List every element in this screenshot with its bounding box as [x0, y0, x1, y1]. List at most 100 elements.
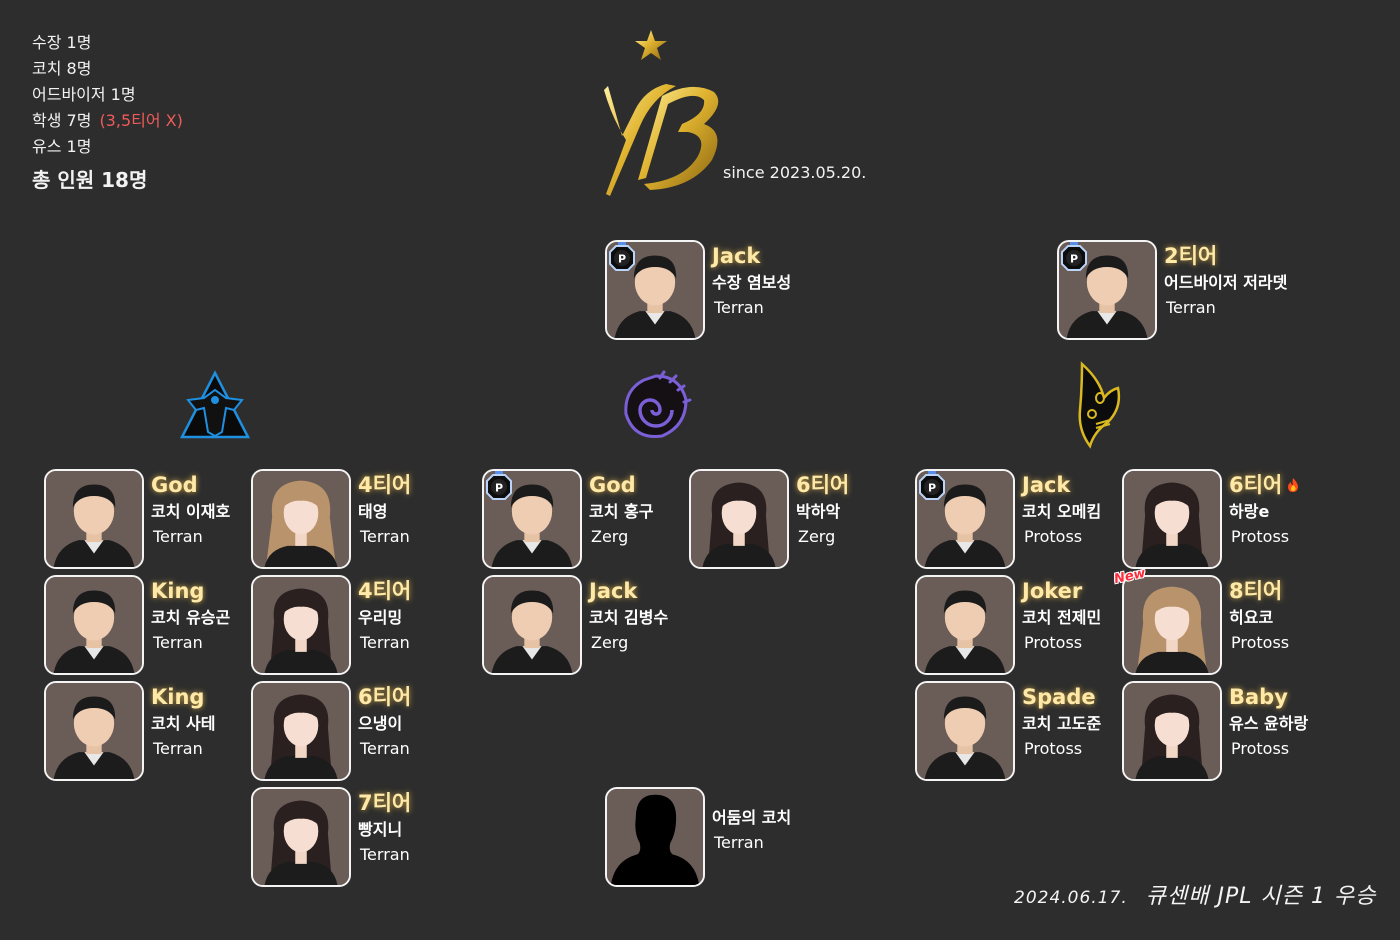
avatar — [251, 469, 351, 569]
member-race: Protoss — [1024, 739, 1083, 758]
member-card-zerg[interactable]: 6티어 박하악 Zerg — [689, 469, 989, 569]
member-tier: 6티어 — [1229, 471, 1300, 499]
member-card-protoss[interactable]: New 8티어 히요코 Protoss — [1113, 566, 1400, 675]
avatar — [44, 469, 144, 569]
member-role-name: 우리밍 — [358, 608, 403, 627]
p-badge-icon — [918, 471, 946, 501]
member-tier: 6티어 — [796, 473, 850, 497]
member-card-terran[interactable]: 6티어 으냉이 Terran — [251, 681, 551, 781]
zerg-emblem-icon — [624, 370, 692, 439]
member-role-name: 코치 오메킴 — [1022, 502, 1102, 521]
member-card-protoss[interactable]: Baby 유스 윤하랑 Protoss — [1122, 681, 1400, 781]
member-card-advisor[interactable]: 2티어 어드바이저 저라뎃 Terran — [1057, 240, 1357, 340]
avatar — [1122, 681, 1222, 781]
championship-note: 2024.06.17. 큐센배 JPL 시즌 1 우승 — [1014, 878, 1376, 910]
member-card-terran[interactable]: King 코치 사테 Terran — [44, 681, 344, 781]
avatar — [1122, 575, 1222, 675]
avatar — [1122, 469, 1222, 569]
fire-icon — [1288, 478, 1299, 492]
member-tier: 6티어 — [358, 685, 412, 709]
member-role-name: 수장 염보성 — [712, 273, 792, 292]
member-card-leader[interactable]: Jack 수장 염보성 Terran — [605, 240, 905, 340]
member-nickname: God — [151, 473, 198, 497]
star-icon — [635, 30, 667, 60]
summary-student-count: 학생 7명 (3,5티어 X) — [32, 108, 183, 134]
member-race: Terran — [360, 739, 410, 758]
member-role-name: 코치 전제민 — [1022, 608, 1102, 627]
member-role-name: 코치 홍구 — [589, 502, 654, 521]
member-nickname: Jack — [712, 244, 761, 268]
member-race: Terran — [714, 298, 764, 317]
avatar — [482, 575, 582, 675]
member-nickname: Joker — [1022, 579, 1083, 603]
member-role-name: 어둠의 코치 — [712, 808, 792, 827]
summary-youth-count: 유스 1명 — [32, 137, 92, 156]
member-role-name: 코치 김병수 — [589, 608, 669, 627]
member-race: Zerg — [798, 527, 836, 546]
member-card-terran[interactable]: 4티어 우리밍 Terran — [251, 575, 551, 675]
member-role-name: 빵지니 — [358, 820, 403, 839]
p-badge-icon — [1060, 242, 1088, 272]
member-tier: 8티어 — [1229, 579, 1283, 603]
championship-date: 2024.06.17. — [1014, 888, 1128, 908]
summary-total: 총 인원 18명 — [32, 168, 148, 192]
protoss-emblem-icon — [1078, 361, 1121, 449]
member-card-zerg[interactable]: God 코치 홍구 Zerg — [482, 469, 782, 569]
member-role-name: 코치 사테 — [151, 714, 216, 733]
terran-emblem-icon — [180, 370, 250, 439]
avatar — [44, 575, 144, 675]
member-nickname: King — [151, 579, 205, 603]
avatar — [689, 469, 789, 569]
member-nickname: Jack — [1022, 473, 1071, 497]
member-race: Zerg — [591, 633, 629, 652]
member-role-name: 유스 윤하랑 — [1229, 714, 1309, 733]
member-race: Terran — [360, 527, 410, 546]
summary-leader-count: 수장 1명 — [32, 33, 92, 52]
member-nickname: 2티어 — [1164, 244, 1218, 268]
member-role-name: 박하악 — [796, 502, 841, 521]
avatar — [251, 787, 351, 887]
member-card-protoss[interactable]: Jack 코치 오메킴 Protoss — [915, 469, 1215, 569]
avatar — [251, 681, 351, 781]
member-race: Protoss — [1231, 527, 1290, 546]
member-card-protoss[interactable]: Joker 코치 전제민 Protoss — [915, 575, 1215, 675]
member-card-terran[interactable]: 4티어 태영 Terran — [251, 469, 551, 569]
summary-advisor-count: 어드바이저 1명 — [32, 85, 136, 104]
member-card-protoss[interactable]: Spade 코치 고도준 Protoss — [915, 681, 1215, 781]
member-role-name: 히요코 — [1229, 608, 1274, 627]
member-race: Protoss — [1024, 633, 1083, 652]
member-nickname: King — [151, 685, 205, 709]
member-nickname: Spade — [1022, 685, 1096, 709]
avatar — [915, 575, 1015, 675]
member-card-terran[interactable]: God 코치 이재호 Terran — [44, 469, 344, 569]
summary-coach-count: 코치 8명 — [32, 59, 92, 78]
member-race: Terran — [360, 633, 410, 652]
member-card-terran[interactable]: 7티어 빵지니 Terran — [251, 787, 551, 887]
yb-logo — [580, 28, 730, 203]
roster-summary: 수장 1명 코치 8명 어드바이저 1명 학생 7명 (3,5티어 X) 유스 1… — [32, 30, 183, 196]
p-badge-icon — [485, 471, 513, 501]
member-nickname: God — [589, 473, 636, 497]
since-date: since 2023.05.20. — [723, 163, 867, 182]
member-role-name: 코치 이재호 — [151, 502, 231, 521]
avatar — [251, 575, 351, 675]
member-card-protoss[interactable]: 6티어 하랑e Protoss — [1122, 469, 1400, 569]
avatar — [44, 681, 144, 781]
championship-title: 큐센배 JPL 시즌 1 우승 — [1145, 884, 1377, 909]
member-card-zerg[interactable]: Jack 코치 김병수 Zerg — [482, 575, 782, 675]
member-tier-label: 6티어 — [1229, 473, 1283, 497]
member-card-terran[interactable]: King 코치 유승곤 Terran — [44, 575, 344, 675]
member-race: Terran — [153, 527, 203, 546]
avatar-silhouette — [605, 787, 705, 887]
member-role-name: 어드바이저 저라뎃 — [1164, 273, 1288, 292]
summary-student-label: 학생 7명 — [32, 111, 92, 130]
member-tier: 4티어 — [358, 579, 412, 603]
avatar — [915, 681, 1015, 781]
member-tier: 4티어 — [358, 473, 412, 497]
member-card-mystery-coach[interactable]: 어둠의 코치 Terran — [605, 787, 905, 887]
member-race: Terran — [714, 833, 764, 852]
summary-student-note: (3,5티어 X) — [99, 111, 183, 130]
member-role-name: 태영 — [358, 502, 388, 521]
member-nickname: Baby — [1229, 685, 1288, 709]
member-race: Protoss — [1231, 739, 1290, 758]
